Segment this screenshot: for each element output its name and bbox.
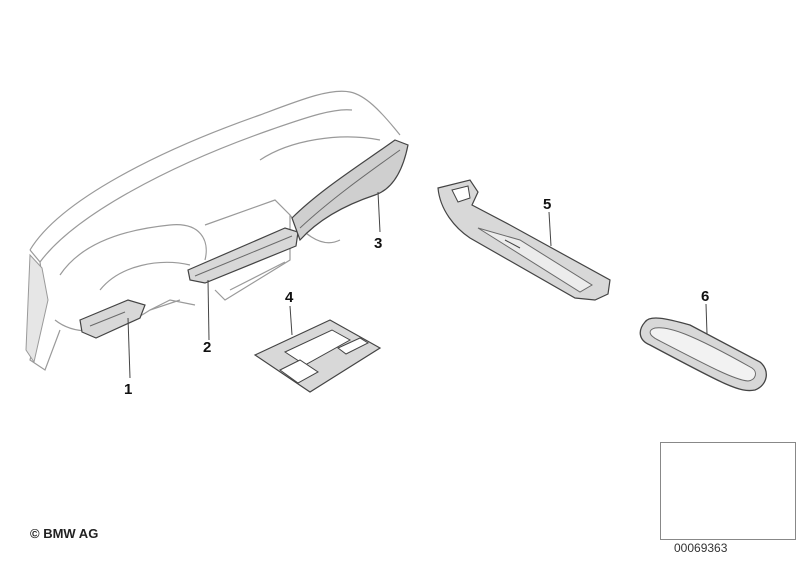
leader-line-1 [127, 317, 131, 379]
callout-number-4: 4 [285, 289, 294, 306]
leader-line-2 [207, 279, 210, 341]
callout-number-6: 6 [701, 288, 710, 305]
callout-number-1: 1 [124, 381, 133, 398]
leader-line-4 [289, 305, 293, 336]
dashboard-side-panel [25, 253, 49, 364]
trim-part-3 [291, 139, 409, 242]
callout-number-2: 2 [203, 339, 212, 356]
leader-line-3 [377, 191, 381, 233]
trim-part-2 [187, 227, 299, 284]
trim-part-4 [253, 319, 382, 393]
copyright-text: © BMW AG [30, 526, 99, 541]
trim-part-5 [437, 179, 611, 301]
callout-number-5: 5 [543, 196, 552, 213]
reference-number: 00069363 [674, 541, 728, 555]
callout-number-3: 3 [374, 235, 383, 252]
leader-line-6 [705, 303, 708, 335]
thumbnail-frame [660, 442, 796, 540]
trim-part-1 [79, 299, 146, 339]
leader-line-5 [548, 211, 552, 247]
trim-part-6 [639, 317, 767, 392]
